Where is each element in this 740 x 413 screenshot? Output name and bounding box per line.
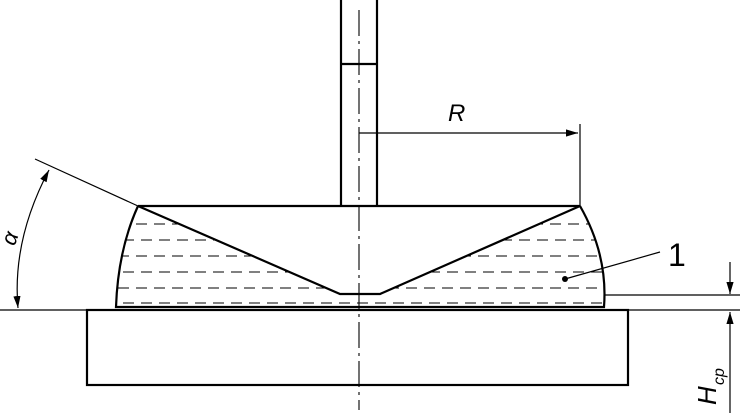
- part-leader-dot: [562, 276, 568, 282]
- height-label-main: H: [692, 386, 722, 405]
- height-label: H ср: [692, 368, 728, 405]
- liquid-fill: [116, 223, 605, 304]
- part-number-label: 1: [668, 237, 686, 273]
- cone-profile: [137, 204, 581, 296]
- height-label-sub: ср: [711, 368, 728, 385]
- angle-label: α: [0, 227, 24, 249]
- part-leader-line: [564, 251, 661, 280]
- angle-arc: [13, 169, 50, 309]
- liquid-outline: [114, 205, 606, 309]
- base-plate: [85, 308, 630, 387]
- radius-label: R: [448, 100, 465, 127]
- angle-extension-line: [34, 158, 139, 207]
